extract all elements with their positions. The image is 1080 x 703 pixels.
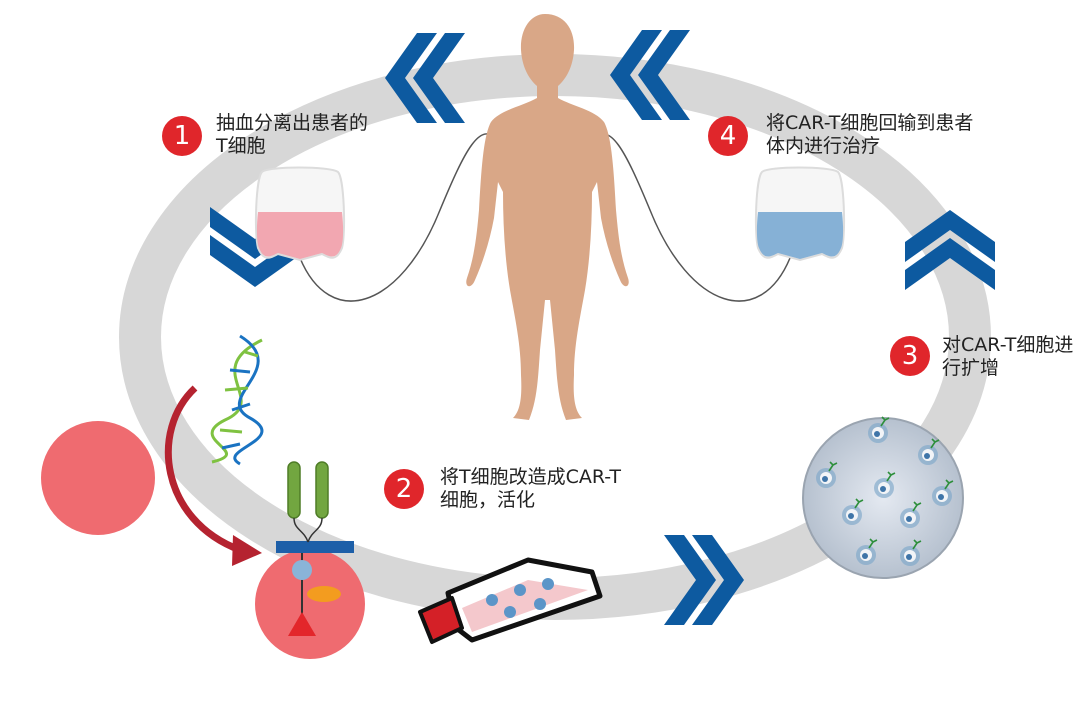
step-3-badge: 3 — [890, 336, 930, 376]
expansion-dish-icon — [802, 416, 964, 579]
car-receptor-icon — [255, 461, 365, 659]
dna-icon — [210, 334, 264, 466]
step-3-line-1: 对CAR-T细胞进 — [942, 334, 1074, 356]
step-1-line-2: T细胞 — [216, 135, 266, 157]
iv-tube-left — [299, 133, 499, 302]
step-4-line-1: 将CAR-T细胞回输到患者 — [766, 112, 974, 134]
step-1-line-1: 抽血分离出患者的 — [216, 112, 369, 134]
iv-bag-icon — [754, 166, 846, 262]
step-2-badge: 2 — [384, 469, 424, 509]
target-cell — [41, 421, 155, 535]
step-1-badge: 1 — [162, 116, 202, 156]
curved-arrow-icon — [164, 385, 262, 566]
step-4-line-2: 体内进行治疗 — [766, 135, 881, 157]
step-4-label: 将CAR-T细胞回输到患者 体内进行治疗 — [766, 112, 973, 158]
step-2-label: 将T细胞改造成CAR-T 细胞，活化 — [440, 466, 621, 512]
human-body-icon — [466, 14, 629, 420]
step-1-label: 抽血分离出患者的 T细胞 — [216, 112, 368, 158]
step-2-line-1: 将T细胞改造成CAR-T — [440, 466, 622, 488]
step-3-label: 对CAR-T细胞进 行扩增 — [942, 334, 1080, 380]
step-4-badge: 4 — [708, 116, 748, 156]
step-2-line-2: 细胞，活化 — [440, 489, 536, 511]
iv-tube-right — [591, 133, 791, 302]
culture-flask-icon — [418, 557, 603, 644]
step-3-line-2: 行扩增 — [942, 357, 1000, 379]
iv-bag-icon — [254, 166, 346, 262]
